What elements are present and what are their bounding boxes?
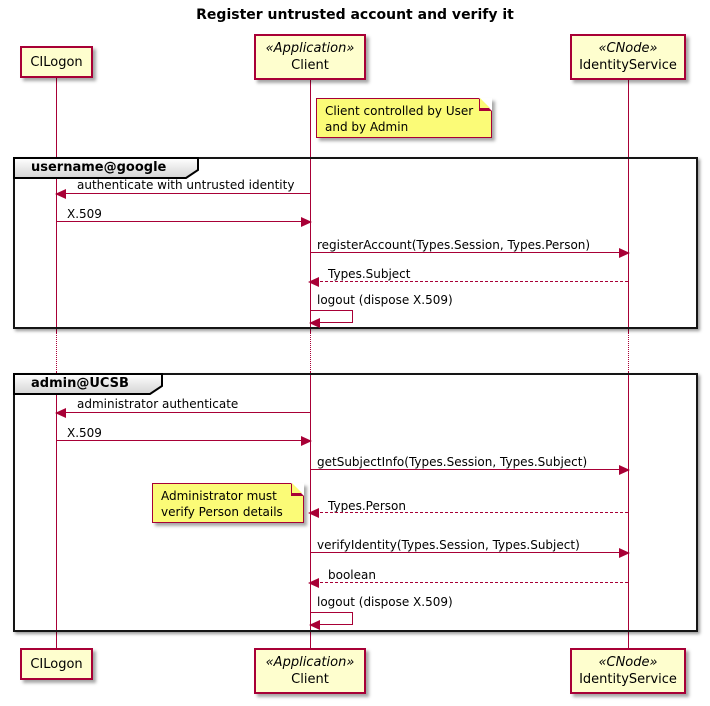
- lifeline-client-delay: [310, 332, 311, 372]
- lifeline-cilogon-delay: [56, 332, 57, 372]
- message-label: getSubjectInfo(Types.Session, Types.Subj…: [317, 455, 588, 469]
- participant-cilogon-top: CILogon: [20, 46, 93, 78]
- message-label: X.509: [67, 426, 102, 440]
- message-label: logout (dispose X.509): [317, 293, 453, 307]
- message-arrow: [55, 408, 310, 418]
- participant-name: CILogon: [30, 54, 83, 70]
- arrowhead-left-icon: [308, 277, 319, 287]
- frame-username-google: username@google: [13, 157, 698, 329]
- message-arrow: [57, 436, 312, 446]
- message-arrow: [310, 548, 630, 558]
- arrowhead-right-icon: [301, 436, 312, 446]
- note-line: verify Person details: [161, 505, 283, 519]
- arrowhead-left-icon: [309, 318, 320, 328]
- self-message-arrow: [309, 310, 353, 328]
- arrowhead-left-icon: [309, 620, 320, 630]
- participant-identityservice-top: «CNode» IdentityService: [570, 34, 686, 80]
- lifeline-identityservice-delay: [628, 332, 629, 372]
- arrowhead-right-icon: [619, 465, 630, 475]
- arrowhead-right-icon: [619, 248, 630, 258]
- message-label: boolean: [328, 568, 376, 582]
- message-label: logout (dispose X.509): [317, 595, 453, 609]
- message-return-arrow: [308, 508, 628, 518]
- arrowhead-left-icon: [55, 189, 66, 199]
- message-label: Types.Person: [328, 499, 406, 513]
- participant-stereotype: «Application»: [265, 41, 355, 56]
- note-client-controlled: Client controlled by User and by Admin: [316, 98, 492, 138]
- lifeline-cilogon: [56, 372, 57, 648]
- message-return-arrow: [308, 277, 628, 287]
- participant-name: Client: [291, 58, 329, 73]
- participant-client-top: «Application» Client: [254, 34, 366, 80]
- message-label: administrator authenticate: [77, 397, 239, 411]
- note-line: Client controlled by User: [325, 104, 474, 118]
- lifeline-cilogon: [56, 78, 57, 332]
- lifeline-identityservice: [628, 372, 629, 648]
- message-label: registerAccount(Types.Session, Types.Per…: [317, 238, 591, 252]
- participant-cilogon-bottom: CILogon: [20, 648, 93, 680]
- note-admin-verify: Administrator must verify Person details: [152, 483, 304, 523]
- arrowhead-left-icon: [55, 408, 66, 418]
- frame-admin-ucsb: admin@UCSB: [13, 373, 698, 632]
- diagram-title: Register untrusted account and verify it: [196, 7, 514, 23]
- arrowhead-left-icon: [308, 508, 319, 518]
- note-line: Administrator must: [161, 489, 277, 503]
- message-label: verifyIdentity(Types.Session, Types.Subj…: [317, 538, 580, 552]
- frame-label: admin@UCSB: [31, 376, 129, 391]
- participant-stereotype: «CNode»: [598, 655, 658, 670]
- participant-name: Client: [291, 672, 329, 687]
- participant-identityservice-bottom: «CNode» IdentityService: [570, 648, 686, 694]
- frame-label: username@google: [31, 160, 167, 175]
- lifeline-identityservice: [628, 80, 629, 332]
- message-arrow: [310, 248, 630, 258]
- frame-tab: [13, 157, 199, 179]
- self-message-arrow: [309, 612, 353, 630]
- message-label: X.509: [67, 207, 102, 221]
- participant-name: IdentityService: [579, 58, 677, 73]
- message-arrow: [57, 217, 312, 227]
- message-arrow: [55, 189, 310, 199]
- message-arrow: [310, 465, 630, 475]
- participant-client-bottom: «Application» Client: [254, 648, 366, 694]
- arrowhead-right-icon: [619, 548, 630, 558]
- participant-name: IdentityService: [579, 672, 677, 687]
- participant-stereotype: «CNode»: [598, 41, 658, 56]
- message-return-arrow: [308, 578, 628, 588]
- note-line: and by Admin: [325, 120, 409, 134]
- lifeline-client: [310, 80, 311, 332]
- frame-tab: [13, 373, 163, 395]
- message-label: Types.Subject: [328, 267, 411, 281]
- participant-name: CILogon: [30, 656, 83, 672]
- arrowhead-left-icon: [308, 578, 319, 588]
- message-label: authenticate with untrusted identity: [77, 178, 295, 192]
- participant-stereotype: «Application»: [265, 655, 355, 670]
- arrowhead-right-icon: [301, 217, 312, 227]
